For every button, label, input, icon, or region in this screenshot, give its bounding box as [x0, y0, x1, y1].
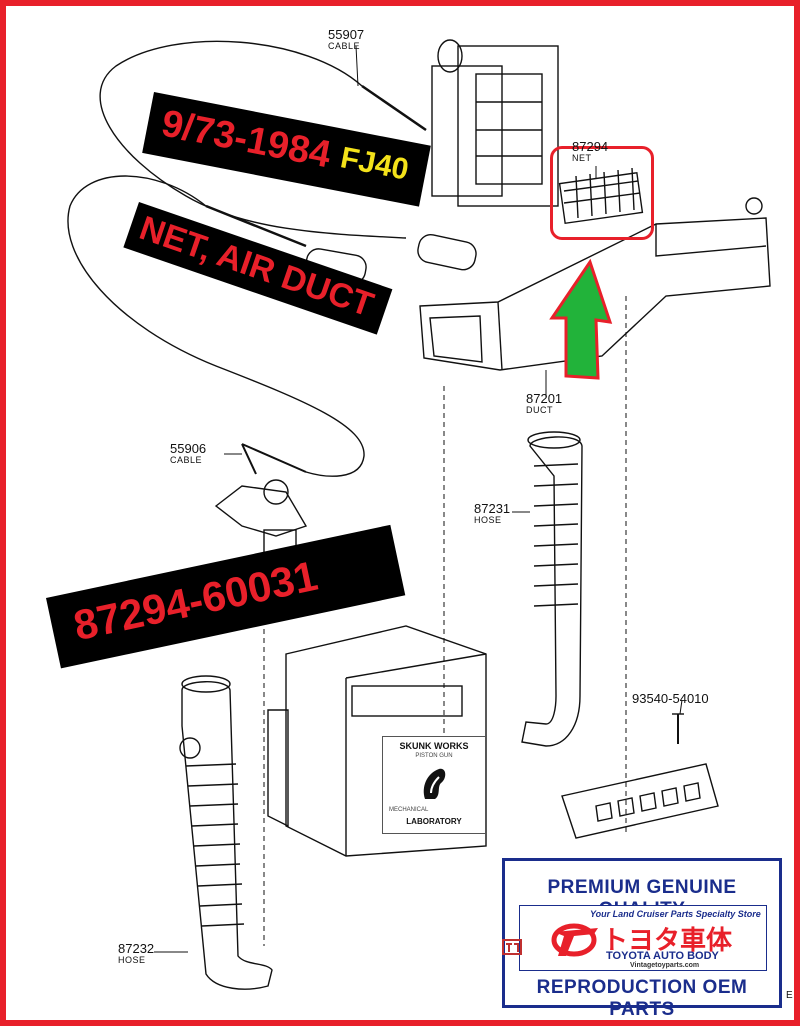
defroster-nozzle-illustration: [561, 763, 719, 839]
skunk-icon: [423, 768, 446, 799]
part-label-93540: 93540-54010: [632, 692, 709, 705]
part-label-55907: 55907 CABLE: [328, 28, 364, 51]
sticker-line: SKUNK WORKS: [399, 741, 469, 751]
part-number: 87231: [474, 501, 511, 516]
sticker-line: PISTON GUN: [415, 753, 453, 759]
part-label-87231: 87231 HOSE: [474, 502, 510, 525]
part-number: 55907: [328, 27, 365, 42]
part-label-87294: 87294 NET: [572, 140, 608, 163]
part-number: 55906: [170, 441, 207, 456]
part-number: 87232: [118, 941, 155, 956]
cable-loop-illustration: [67, 175, 365, 477]
promo-brand: TOYOTA AUTO BODY: [606, 950, 719, 962]
promo-url: Vintagetoyparts.com: [630, 962, 700, 969]
diagram-reference-letter: E: [786, 990, 793, 1001]
promo-bottom-text: REPRODUCTION OEM PARTS: [536, 977, 748, 1020]
part-label-55906: 55906 CABLE: [170, 442, 206, 465]
part-number: 87201: [526, 391, 563, 406]
part-label-87201: 87201 DUCT: [526, 392, 562, 415]
part-number: 87294: [572, 139, 609, 154]
screw-93540-illustration: [672, 713, 684, 744]
sticker-line: LABORATORY: [406, 817, 462, 826]
part-name: NET: [572, 153, 592, 163]
promo-jp-name: トヨタ車体: [602, 925, 733, 955]
promo-tagline: Your Land Cruiser Parts Specialty Store: [590, 909, 761, 919]
heater-core-illustration: [431, 39, 559, 207]
net-87294-illustration: [558, 167, 644, 225]
heater-box-illustration: [267, 625, 487, 857]
part-label-87232: 87232 HOSE: [118, 942, 154, 965]
part-name: HOSE: [118, 955, 146, 965]
part-name: DUCT: [526, 405, 553, 415]
promo-box: PREMIUM GENUINE QUALITY Your Land Cruise…: [502, 858, 782, 1020]
green-arrow-icon: [549, 258, 613, 380]
hose-87232-illustration: [179, 675, 273, 990]
toyota-auto-body-logo-icon: [551, 923, 598, 957]
net-highlight-box: [550, 146, 654, 240]
duct-87201-illustration: [419, 197, 771, 371]
hose-87231-illustration: [521, 431, 583, 747]
parts-diagram: [67, 39, 771, 990]
model-text: FJ40: [337, 141, 412, 187]
toyota-auto-body-logo: Your Land Cruiser Parts Specialty Store …: [519, 905, 767, 971]
cable-55906-illustration: [241, 443, 307, 475]
part-name: CABLE: [170, 455, 203, 465]
sticker-line: MECHANICAL: [389, 807, 429, 813]
part-name: CABLE: [328, 41, 361, 51]
cable-55907-illustration: [99, 40, 407, 239]
toyota-emblem-icon: [502, 939, 522, 955]
part-name: HOSE: [474, 515, 502, 525]
skunk-works-sticker: SKUNK WORKS PISTON GUN MECHANICAL LABORA…: [382, 736, 486, 834]
part-number: 93540-54010: [632, 691, 709, 706]
